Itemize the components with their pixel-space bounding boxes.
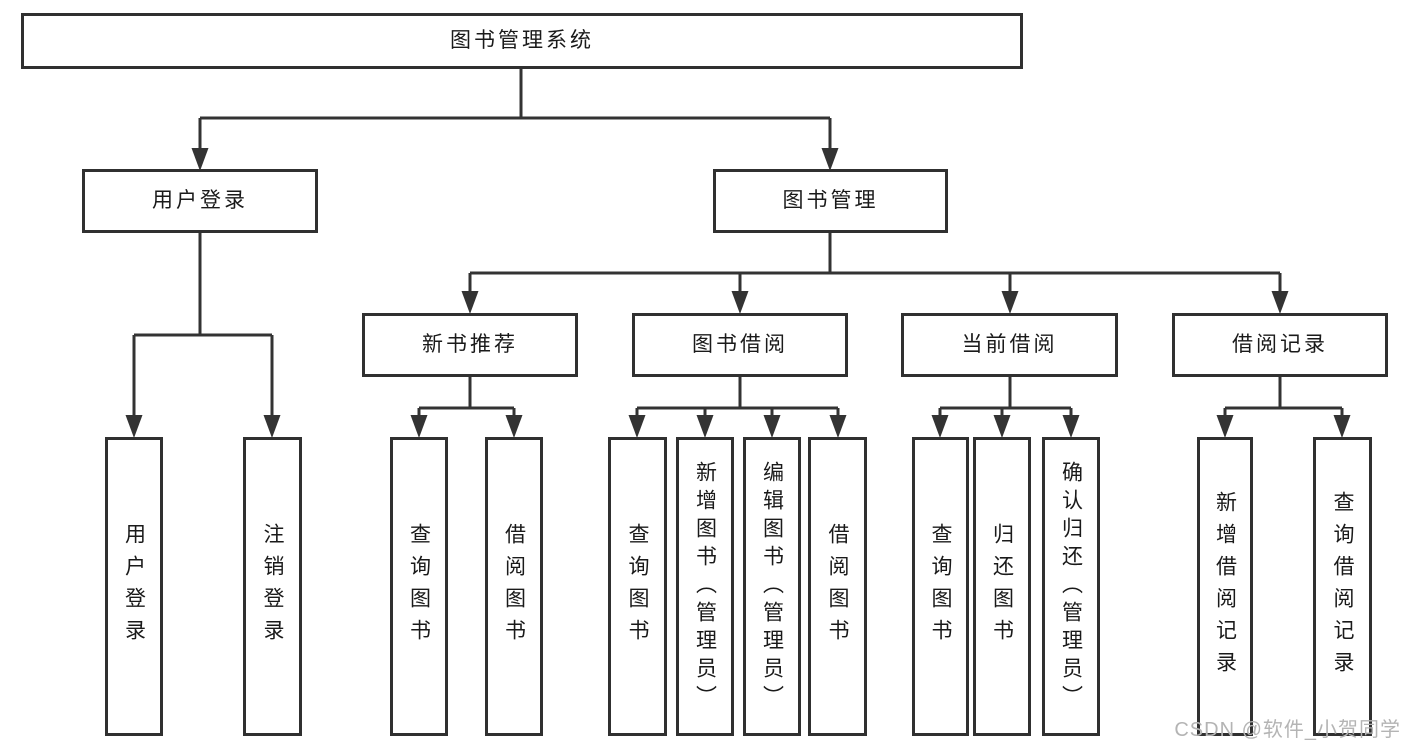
- leaf-user-login: 用户登录: [105, 437, 163, 736]
- node-new-book-recommend: 新书推荐: [362, 313, 578, 377]
- csdn-watermark: CSDN @软件_小贺同学: [1174, 719, 1401, 741]
- node-book-borrow: 图书借阅: [632, 313, 848, 377]
- leaf-label: 借阅图书: [502, 522, 526, 651]
- leaf-query-books-recommend: 查询图书: [390, 437, 448, 736]
- leaf-label: 借阅图书: [826, 522, 849, 651]
- leaf-return-books: 归还图书: [973, 437, 1031, 736]
- arrow-down-icon: [821, 148, 839, 171]
- arrow-down-icon: [191, 148, 209, 171]
- leaf-label: 编辑图书（管理员）: [760, 460, 784, 713]
- arrow-down-icon: [829, 415, 847, 438]
- leaf-confirm-return-admin: 确认归还（管理员）: [1042, 437, 1100, 736]
- arrow-down-icon: [125, 415, 143, 438]
- leaf-label: 新增图书（管理员）: [693, 460, 717, 713]
- leaf-label: 查询图书: [626, 522, 649, 651]
- arrow-down-icon: [763, 415, 781, 438]
- arrow-down-icon: [628, 415, 646, 438]
- connector-book-management: [468, 233, 1282, 296]
- arrow-down-icon: [1001, 291, 1019, 314]
- leaf-add-books-admin: 新增图书（管理员）: [676, 437, 734, 736]
- node-root: 图书管理系统: [21, 13, 1023, 69]
- arrow-down-icon: [1333, 415, 1351, 438]
- connector-current-borrow: [938, 377, 1073, 421]
- connector-new-books: [417, 377, 516, 421]
- leaf-label: 注销登录: [261, 522, 284, 651]
- arrow-down-icon: [505, 415, 523, 438]
- arrow-down-icon: [461, 291, 479, 314]
- arrow-down-icon: [1271, 291, 1289, 314]
- leaf-label: 归还图书: [990, 522, 1014, 651]
- node-book-management: 图书管理: [713, 169, 948, 233]
- leaf-label: 查询图书: [407, 522, 431, 651]
- node-borrow-records: 借阅记录: [1172, 313, 1388, 377]
- leaf-query-borrow-record: 查询借阅记录: [1313, 437, 1372, 736]
- leaf-query-books-current: 查询图书: [912, 437, 969, 736]
- arrow-down-icon: [931, 415, 949, 438]
- leaf-query-books-borrow: 查询图书: [608, 437, 667, 736]
- leaf-logout: 注销登录: [243, 437, 302, 736]
- connector-user-login: [132, 233, 274, 420]
- connector-borrow-records: [1223, 377, 1344, 421]
- leaf-label: 查询借阅记录: [1331, 490, 1354, 683]
- leaf-label: 用户登录: [122, 522, 146, 651]
- arrow-down-icon: [696, 415, 714, 438]
- leaf-label: 新增借阅记录: [1213, 490, 1237, 683]
- arrow-down-icon: [410, 415, 428, 438]
- leaf-label: 确认归还（管理员）: [1059, 460, 1083, 713]
- leaf-label: 查询图书: [929, 522, 952, 651]
- leaf-edit-books-admin: 编辑图书（管理员）: [743, 437, 801, 736]
- arrow-down-icon: [1216, 415, 1234, 438]
- arrow-down-icon: [993, 415, 1011, 438]
- leaf-add-borrow-record: 新增借阅记录: [1197, 437, 1253, 736]
- arrow-down-icon: [731, 291, 749, 314]
- connector-book-borrow: [635, 377, 840, 421]
- arrow-down-icon: [1062, 415, 1080, 438]
- node-user-login: 用户登录: [82, 169, 318, 233]
- arrow-down-icon: [263, 415, 281, 438]
- leaf-borrow-books: 借阅图书: [808, 437, 867, 736]
- leaf-borrow-books-recommend: 借阅图书: [485, 437, 543, 736]
- node-current-borrow: 当前借阅: [901, 313, 1118, 377]
- connector-root: [198, 69, 832, 152]
